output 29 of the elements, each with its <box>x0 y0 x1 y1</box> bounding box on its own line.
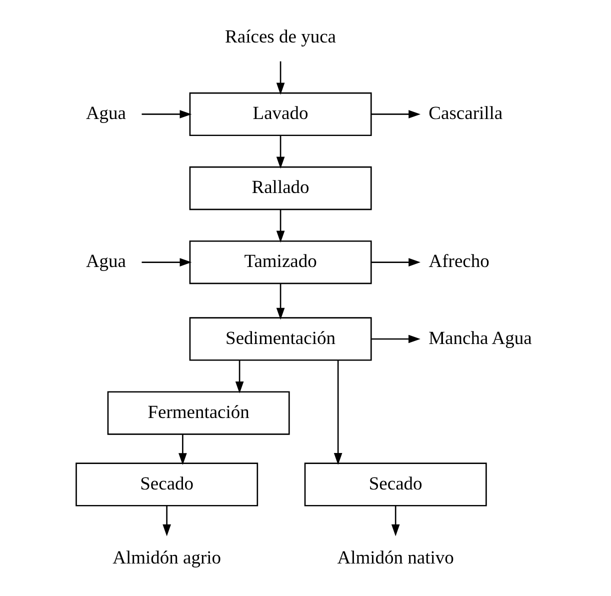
node-text: Raíces de yuca <box>224 27 336 48</box>
node-box: Rallado <box>188 166 372 210</box>
arrow <box>276 210 284 243</box>
arrow <box>371 334 420 344</box>
arrow <box>162 506 170 536</box>
node-box: Tamizado <box>188 240 372 284</box>
arrow <box>141 110 192 118</box>
node-text: Almidón nativo <box>336 548 454 568</box>
node-text: Mancha Agua <box>428 328 532 349</box>
arrow <box>141 258 192 266</box>
arrow <box>333 360 342 465</box>
arrow <box>276 284 284 320</box>
arrow <box>370 258 420 266</box>
node-text: Agua <box>85 104 126 124</box>
node-text: Almidón agrio <box>112 548 221 568</box>
node-text: Agua <box>85 252 126 272</box>
arrow <box>178 434 186 466</box>
node-text: Afrecho <box>428 252 489 272</box>
arrow <box>276 136 284 169</box>
node-box: Secado <box>75 462 258 506</box>
arrow <box>370 110 420 118</box>
node-text: Cascarilla <box>428 104 502 124</box>
node-box: Secado <box>304 462 486 506</box>
arrow <box>276 61 284 95</box>
node-box: Fermentación <box>106 391 290 435</box>
node-box: Lavado <box>188 92 372 136</box>
node-box: Sedimentación <box>188 317 372 361</box>
arrow <box>234 360 244 394</box>
arrow <box>390 506 400 536</box>
